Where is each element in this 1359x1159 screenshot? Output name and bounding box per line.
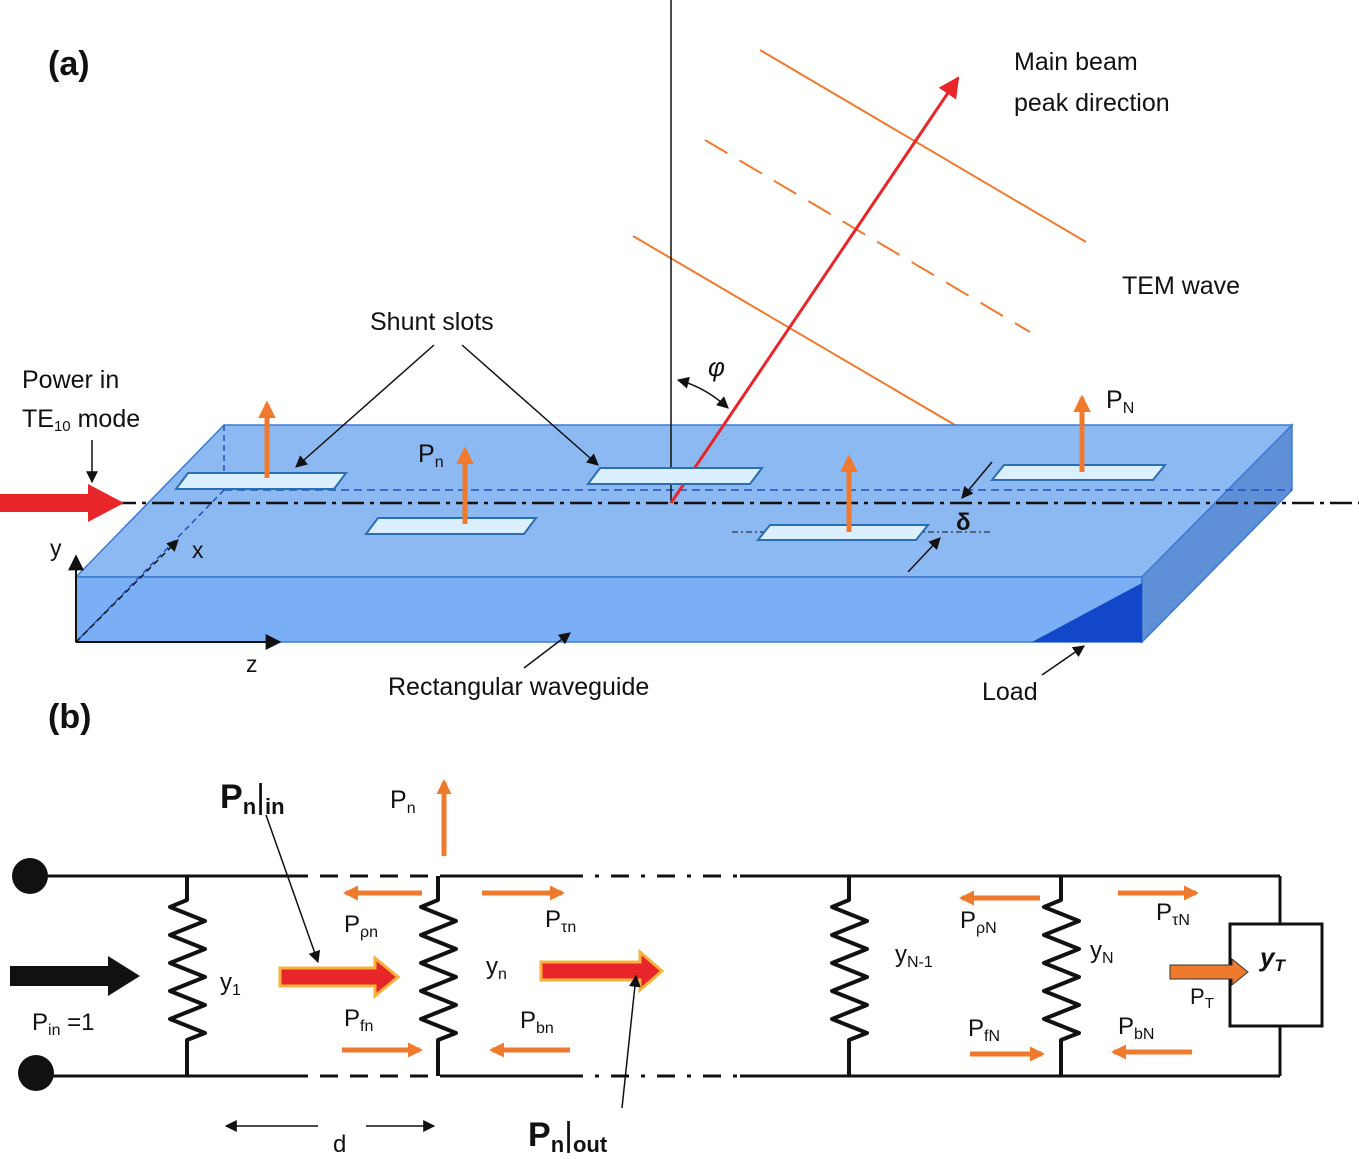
input-power-arrow (10, 956, 140, 996)
yn-label: yn (486, 953, 507, 983)
p-b-N-label: PbN (1118, 1013, 1154, 1043)
yN-1-label: yN-1 (895, 941, 933, 971)
waveguide-front-face (75, 576, 1143, 643)
slot-5 (989, 464, 1168, 481)
phi-label: φ (708, 352, 725, 382)
panel-b: (b) (10, 698, 1324, 1158)
pT-label: PT (1190, 984, 1214, 1012)
waveguide-label: Rectangular waveguide (388, 673, 649, 701)
admittance-y1 (168, 876, 207, 1076)
axis-z-label: z (246, 651, 258, 677)
pn-in-flow-arrow (278, 954, 401, 1000)
p-n-label: Pn (418, 440, 444, 471)
shunt-slots-label: Shunt slots (370, 308, 494, 336)
panel-b-label: (b) (48, 698, 91, 736)
bottom-rail (36, 1026, 1282, 1078)
pn-out-flow-arrow (539, 948, 665, 994)
panel-a-label: (a) (48, 45, 90, 83)
radiated-power-arrows (258, 394, 1091, 532)
pt-arrow (1169, 957, 1249, 987)
tem-wavefronts (632, 49, 1087, 429)
p-N-label: PN (1106, 386, 1134, 417)
slot-2 (364, 517, 538, 535)
yT-label: yT (1258, 942, 1286, 975)
load-wedge (1032, 583, 1142, 642)
p-b-n-label: Pbn (520, 1007, 554, 1037)
coordinate-axes (68, 539, 282, 650)
admittance-yn (419, 876, 458, 1076)
admittance-yN (1042, 876, 1081, 1076)
p-f-n-label: Pfn (344, 1005, 373, 1035)
axis-x-label: x (192, 537, 204, 563)
tem-wave-label: TEM wave (1122, 272, 1240, 300)
yN-label: yN (1090, 937, 1114, 967)
d-label: d (333, 1131, 346, 1158)
panel-a: (a) (0, 0, 1359, 706)
pin-label: Pin =1 (32, 1009, 95, 1039)
waveguide-top-face (74, 424, 1294, 578)
power-in-label-line2: TE10 mode (22, 405, 140, 435)
shunt-slots (174, 464, 1168, 541)
main-beam-label-line2: peak direction (1014, 89, 1170, 117)
load-label: Load (982, 678, 1038, 706)
p-tau-n-label: Pτn (545, 906, 576, 936)
admittances (168, 876, 1081, 1076)
admittance-yN-1 (830, 876, 869, 1076)
phi-angle-arc (676, 376, 729, 409)
slot-4 (755, 524, 931, 541)
partial-power-arrows (342, 779, 1199, 1062)
p-rho-N-label: PρN (960, 907, 997, 937)
power-in-label-line1: Power in (22, 366, 119, 394)
pn-radiated-label: Pn (390, 786, 416, 817)
input-terminal-bottom (18, 1055, 54, 1091)
slot-3 (586, 467, 764, 485)
pn-out-label: Pn|out (528, 1116, 608, 1157)
main-beam-arrow (669, 76, 960, 504)
p-rho-n-label: Pρn (344, 911, 378, 941)
p-f-N-label: PfN (968, 1015, 1000, 1045)
main-beam-label-line1: Main beam (1014, 48, 1138, 76)
y1-label: y1 (220, 969, 241, 999)
axis-y-label: y (50, 535, 62, 561)
pn-in-label: Pn|in (220, 778, 285, 819)
p-tau-N-label: PτN (1156, 899, 1190, 929)
delta-label: δ (956, 509, 971, 536)
power-in-arrow (0, 484, 124, 522)
top-rail (30, 874, 1282, 925)
slot-1 (174, 472, 348, 490)
